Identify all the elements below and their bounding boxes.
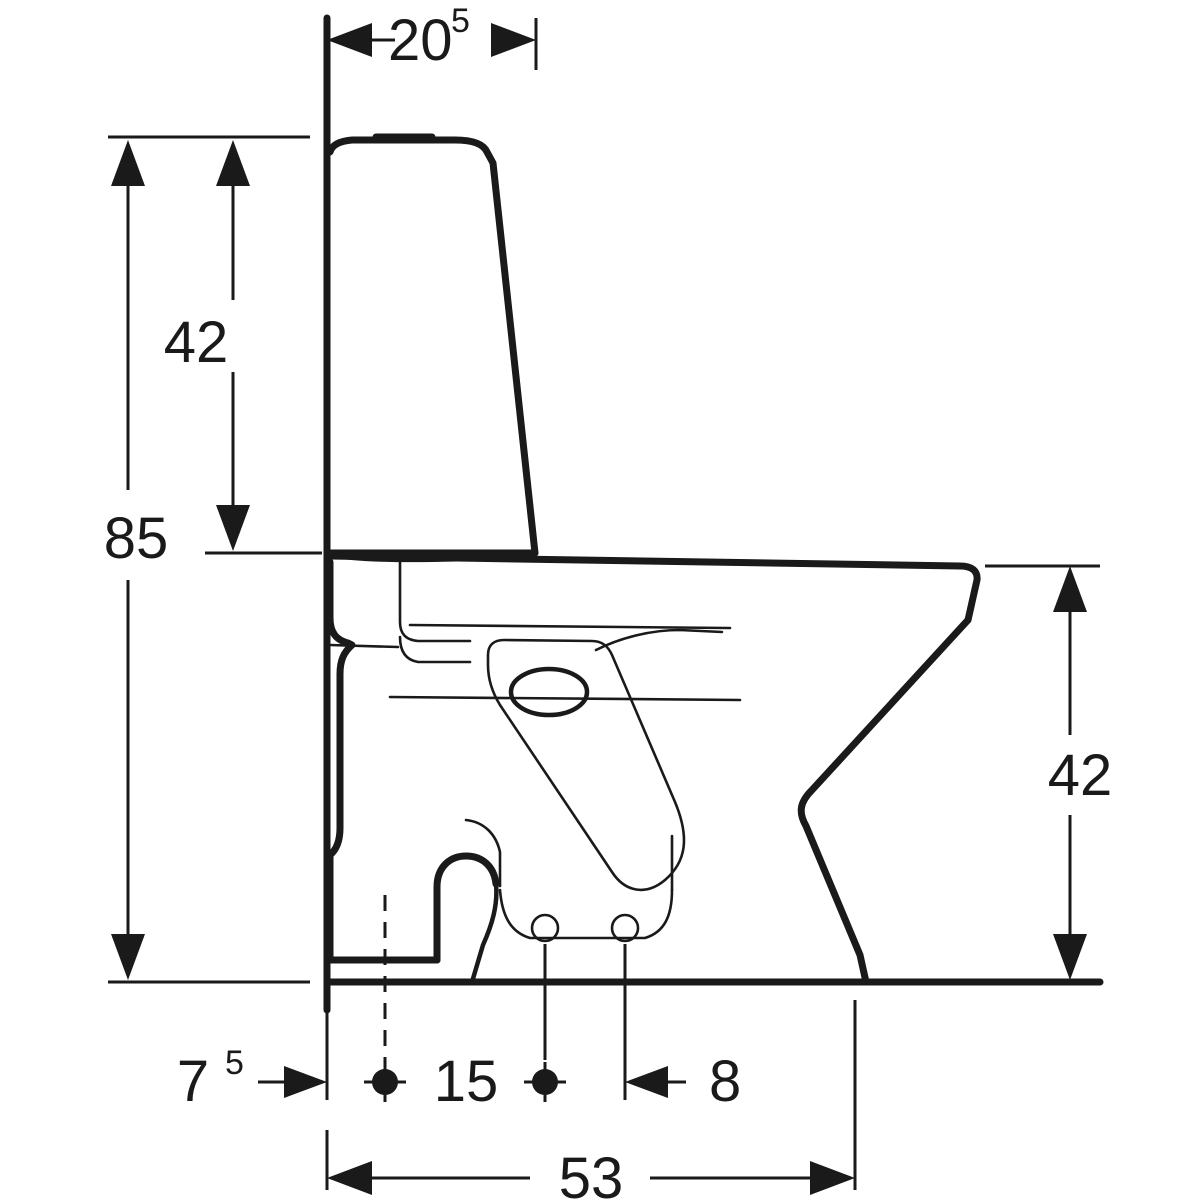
left-notch-line [328, 643, 400, 649]
dimension-bowl-height: 42 [1048, 566, 1113, 980]
dimension-wall-offset: 7 5 [177, 1044, 327, 1114]
flush-channel-curve [594, 628, 724, 652]
dimension-outlet-offset: 8 [625, 1049, 741, 1114]
dim-label-7-5: 7 [177, 1049, 209, 1114]
dot-marker-right-15 [532, 1069, 558, 1095]
bowl-rim-top [326, 552, 981, 624]
siphon-jet-outline [486, 638, 686, 892]
dim-label-20-5-superscript: 5 [451, 2, 470, 40]
dim-label-8: 8 [709, 1049, 741, 1114]
arrowhead-7-5 [284, 1066, 327, 1098]
arrowhead-up-42-right [1053, 566, 1087, 612]
arrowhead-8 [625, 1066, 668, 1098]
inner-shoulder-line-lower [398, 635, 472, 664]
dimension-tank-height: 42 [164, 140, 250, 551]
bowl-right-profile [797, 616, 972, 986]
bowl-group [326, 552, 981, 986]
dot-marker-left-15 [372, 1069, 398, 1095]
arrowhead-right-20-5 [491, 23, 536, 57]
arrowhead-down-42-left [216, 505, 250, 551]
dim-label-15: 15 [434, 1049, 499, 1114]
dimension-bolt-spacing: 15 [364, 1049, 566, 1114]
bottom-extension-lines [325, 895, 857, 1190]
arrowhead-left-53 [327, 1161, 372, 1195]
arrowhead-down-42-right [1053, 934, 1087, 980]
reference-lines [323, 14, 1104, 1014]
dimension-total-depth: 53 [327, 1146, 855, 1200]
rim-inner-line [408, 623, 732, 630]
dim-label-42-left: 42 [164, 310, 229, 375]
dim-label-7-5-superscript: 5 [225, 1044, 244, 1082]
pedestal-inner-curve [464, 818, 502, 888]
bowl-internal-details [328, 560, 742, 943]
flush-outlet-oval [508, 666, 590, 718]
arrowhead-up-42-left [216, 140, 250, 186]
seat-under-line [388, 695, 742, 702]
bowl-bottom-curve [498, 888, 674, 940]
arrowhead-left-20-5 [327, 23, 372, 57]
inner-shoulder-line-upper [398, 560, 472, 643]
dim-label-20-5: 20 [388, 8, 453, 73]
dim-label-42-right: 42 [1048, 743, 1113, 808]
arrowhead-up-85 [111, 140, 145, 186]
cistern-group [326, 133, 539, 563]
arrowhead-right-53 [810, 1161, 855, 1195]
pedestal-right-edge [433, 852, 500, 964]
fixing-hole-right [610, 913, 640, 943]
arrowhead-down-85 [111, 934, 145, 980]
dim-label-53: 53 [559, 1146, 624, 1200]
fixing-hole-left [530, 913, 560, 943]
bowl-left-profile [326, 558, 356, 964]
dimension-tank-depth: 20 5 [325, 2, 538, 73]
trap-outer-curve [469, 881, 499, 985]
vertical-extension-lines [108, 135, 1100, 984]
dimension-total-height: 85 [104, 140, 169, 980]
dim-label-85: 85 [104, 506, 169, 571]
cistern-outline [326, 136, 539, 557]
